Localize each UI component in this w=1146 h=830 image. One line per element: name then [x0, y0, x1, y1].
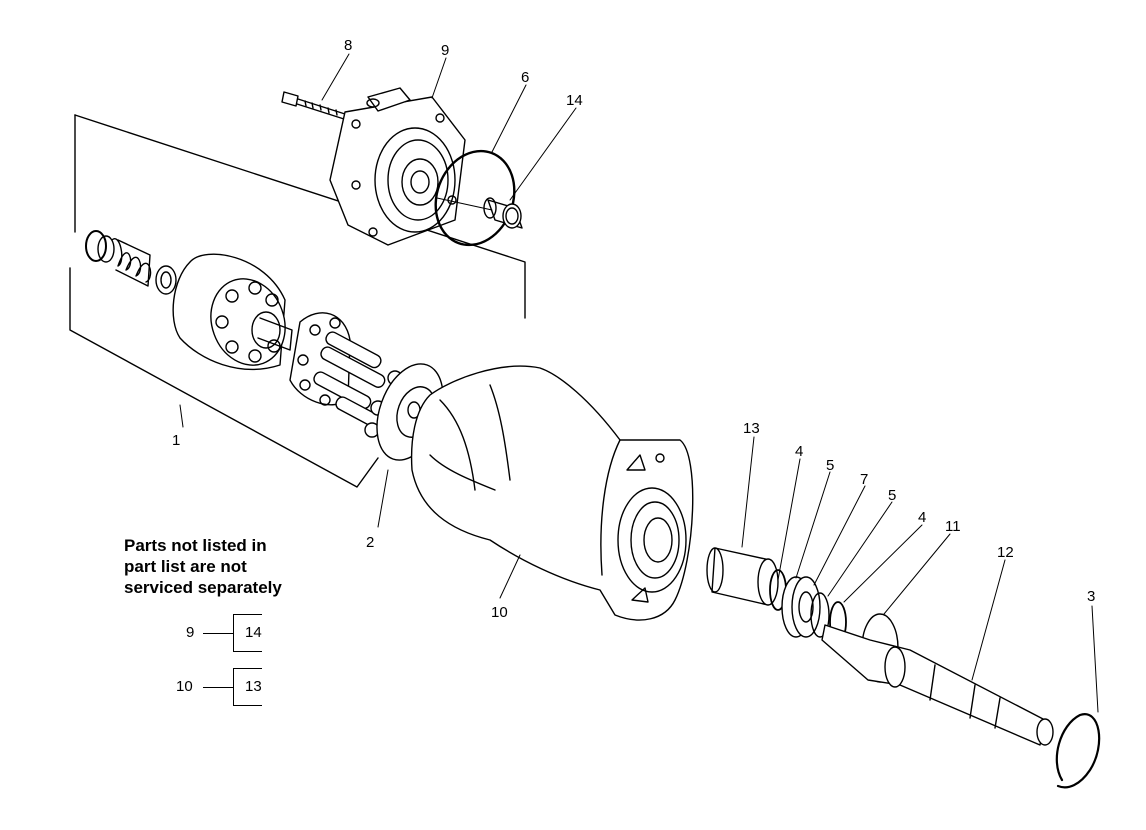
callout-6: 6	[521, 69, 529, 86]
spring-assembly	[85, 230, 177, 295]
end-cover-part-9	[329, 87, 466, 246]
reference-part-label: 10	[176, 678, 193, 695]
callout-12: 12	[997, 544, 1014, 561]
assembly-outline-lines	[69, 114, 526, 488]
piston-assembly	[289, 312, 403, 438]
callout-9: 9	[441, 42, 449, 59]
callout-10: 10	[491, 604, 508, 621]
callout-1: 1	[172, 432, 180, 449]
reference-part-label: 9	[186, 624, 195, 641]
service-note-line-3: serviced separately	[124, 578, 282, 597]
reference-subpart-label: 13	[245, 678, 262, 695]
callout-numbers: 8 9 6 14 1 2 10 13 4 5 7 5 4 11 12 3	[172, 37, 1095, 621]
reference-bracket	[233, 668, 262, 706]
cylinder-block	[172, 253, 293, 370]
reference-connector	[203, 687, 233, 688]
service-note-line-2: part list are not	[124, 557, 247, 576]
service-note-line-1: Parts not listed in	[124, 536, 267, 555]
callout-8: 8	[344, 37, 352, 54]
bearing-rings	[769, 569, 847, 643]
shaft-part-12	[821, 624, 1054, 746]
bolt-part-8	[281, 91, 346, 120]
callout-5b: 5	[888, 487, 896, 504]
reference-subpart-label: 14	[245, 624, 262, 641]
housing-part-10	[410, 365, 694, 621]
bushing-part-14	[483, 197, 523, 229]
reference-connector	[203, 633, 233, 634]
callout-5a: 5	[826, 457, 834, 474]
service-note: Parts not listed in part list are not se…	[124, 535, 354, 598]
callout-11: 11	[945, 518, 961, 535]
callout-13: 13	[743, 420, 760, 437]
bearing-sleeve-part-13	[706, 547, 779, 606]
callout-3: 3	[1087, 588, 1095, 605]
callout-7: 7	[860, 471, 868, 488]
snap-ring-part-3	[1055, 713, 1101, 789]
callout-2: 2	[366, 534, 374, 551]
leader-lines	[179, 53, 1099, 713]
callout-4a: 4	[795, 443, 803, 460]
reference-bracket	[233, 614, 262, 652]
callout-14: 14	[566, 92, 583, 109]
callout-4b: 4	[918, 509, 926, 526]
